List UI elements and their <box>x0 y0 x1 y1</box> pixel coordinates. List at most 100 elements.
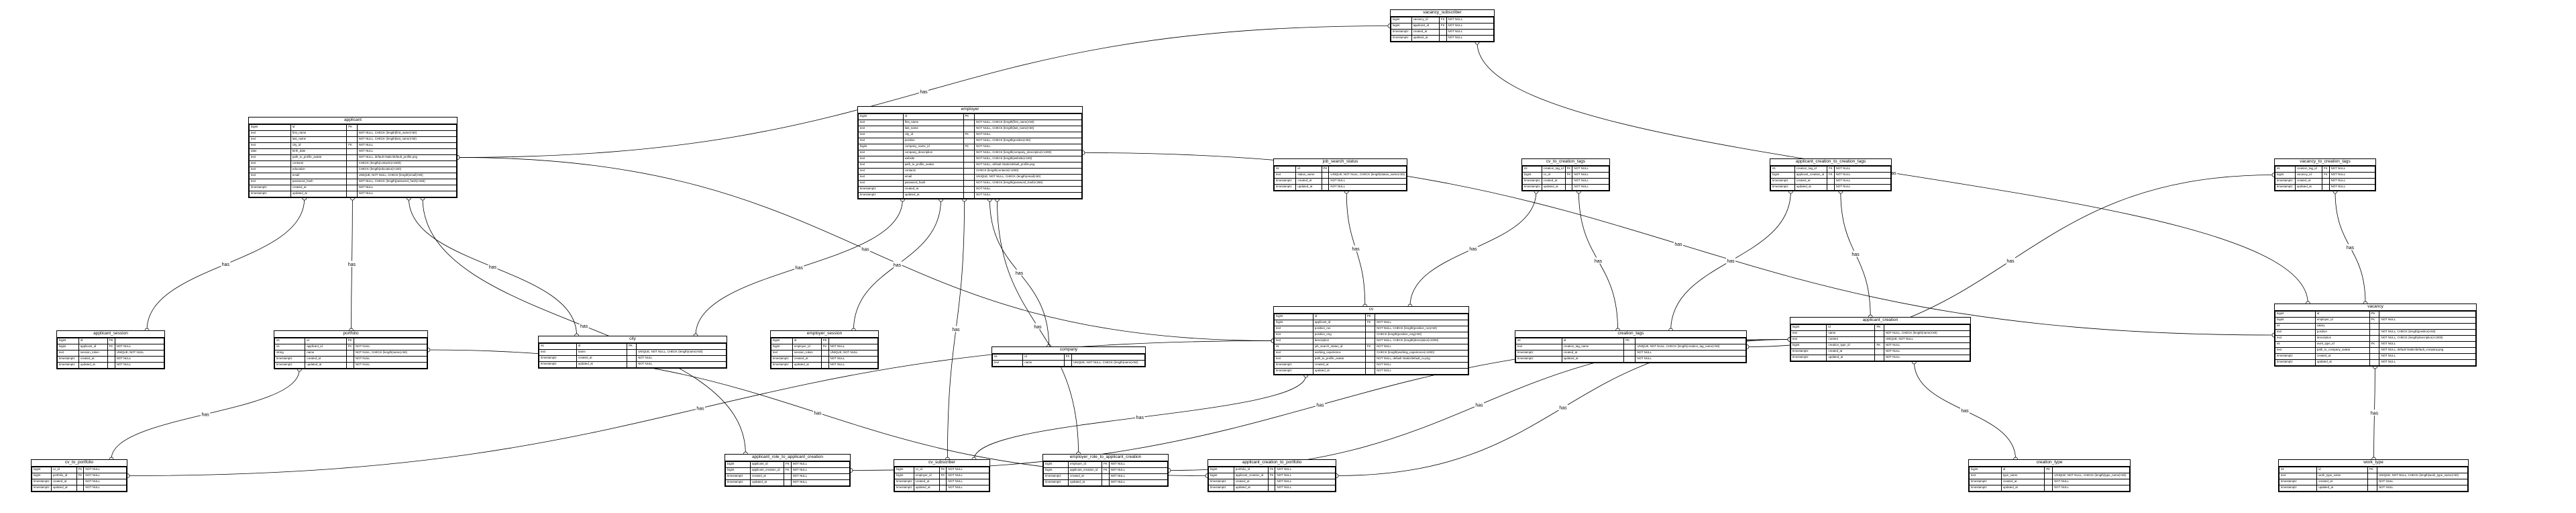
field-key: PK <box>627 342 637 350</box>
field-type: bigint <box>725 467 751 474</box>
field-type: timestamptz <box>249 184 291 191</box>
field-name: created_at <box>1826 348 1876 355</box>
field-key <box>1874 348 1884 355</box>
field-constraint: UNIQUE, NOT NULL, CHECK (length(name)<50… <box>1071 359 1145 367</box>
field-constraint <box>828 337 879 344</box>
field-type: text <box>57 349 79 357</box>
field-type: int <box>1274 343 1313 351</box>
field-name: created_at <box>1794 177 1828 185</box>
field-type: int <box>991 353 1024 361</box>
field-constraint: NOT NULL <box>790 467 851 474</box>
field-key <box>346 178 358 185</box>
field-name: created_at <box>1561 349 1625 357</box>
field-key <box>107 355 115 363</box>
entity-title: applicant <box>249 118 457 124</box>
field-name: city_id <box>290 142 347 149</box>
field-constraint <box>2052 466 2130 473</box>
field-name: id <box>576 342 628 350</box>
field-name: employer_id <box>792 343 822 351</box>
field-key <box>345 361 355 369</box>
field-key: FK <box>783 461 792 468</box>
field-type: timestamptz <box>1391 34 1412 42</box>
field-name: position <box>902 137 964 144</box>
relation-label: has <box>952 328 960 332</box>
relation-label-bg <box>1888 169 1898 176</box>
field-constraint: NOT NULL <box>2052 484 2130 492</box>
field-constraint: NOT NULL, CHECK (length(password_hash)<2… <box>356 178 458 185</box>
field-key <box>346 172 358 179</box>
field-name: session_token <box>78 349 108 357</box>
field-name: updated_at <box>902 191 964 199</box>
field-name: creation_tag_id <box>1794 165 1828 173</box>
relation-label: has <box>696 407 704 412</box>
field-constraint: NOT NULL <box>974 191 1082 199</box>
relation-label: has <box>1851 252 1860 257</box>
relation-label: has <box>580 324 588 329</box>
field-key <box>1438 28 1447 36</box>
field-name: created_at <box>792 355 822 363</box>
relation-label-bg <box>1474 402 1484 408</box>
field-type: text <box>249 142 291 149</box>
field-constraint: NOT NULL <box>1328 177 1407 185</box>
field-key: FK <box>345 343 355 351</box>
field-constraint: NOT NULL <box>2328 165 2376 173</box>
field-key <box>2369 322 2380 330</box>
field-type: int <box>2275 340 2316 348</box>
field-constraint: NOT NULL <box>114 361 165 369</box>
field-key <box>963 161 975 169</box>
field-key <box>963 155 975 162</box>
field-constraint: CHECK (length(education)<100) <box>356 166 458 173</box>
field-key <box>783 473 792 480</box>
entity-title: city <box>539 336 727 343</box>
relation-label: has <box>1034 325 1042 330</box>
relation-label-bg <box>696 405 705 411</box>
field-constraint: NOT NULL <box>946 478 989 485</box>
field-constraint: NOT NULL, default /static/default_profil… <box>974 161 1082 169</box>
field-constraint: NOT NULL <box>1883 342 1971 349</box>
field-type: bigint <box>858 143 904 150</box>
relation-label-bg <box>861 246 870 252</box>
field-name: portfolio_id <box>50 472 77 479</box>
field-key <box>1321 183 1330 191</box>
field-key: FK <box>76 466 85 473</box>
field-constraint <box>356 124 458 131</box>
field-name: cv_id <box>50 466 77 473</box>
field-type: timestamptz <box>2278 478 2318 485</box>
field-key <box>963 137 975 144</box>
field-type: timestamptz <box>1043 473 1069 480</box>
field-type: timestamptz <box>1391 28 1412 36</box>
field-name: path_to_profile_avatar <box>290 154 347 161</box>
field-key <box>783 479 792 486</box>
field-type: text <box>858 131 904 138</box>
field-constraint: UNIQUE, NOT NULL, CHECK (length(work_typ… <box>2377 472 2468 479</box>
field-key <box>963 173 975 181</box>
field-constraint: NOT NULL, default /static/default_profil… <box>356 154 458 161</box>
field-name: created_at <box>1411 28 1440 36</box>
field-type: timestamptz <box>1208 484 1234 492</box>
field-type: timestamptz <box>2275 359 2316 366</box>
